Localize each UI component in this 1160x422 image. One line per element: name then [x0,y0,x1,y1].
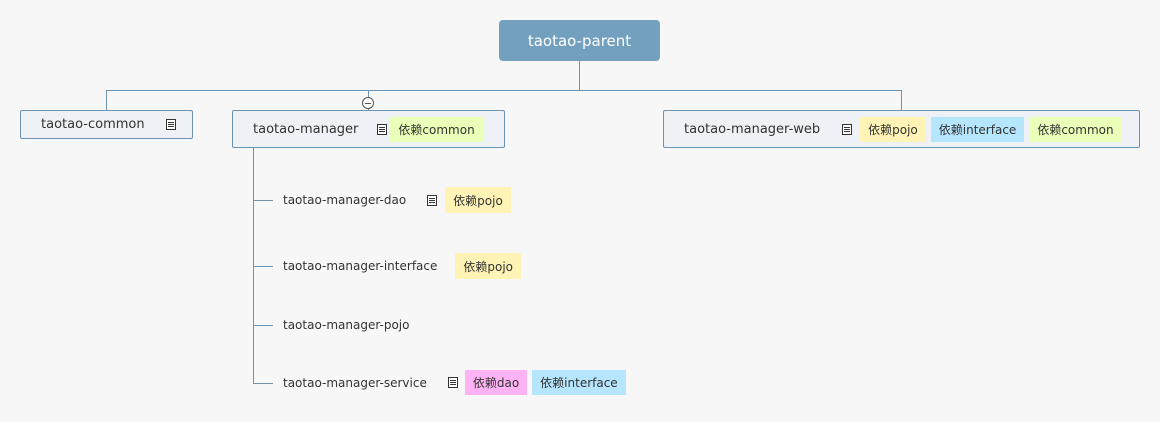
tag-depends-pojo: 依赖pojo [455,253,522,279]
note-icon[interactable] [447,377,458,388]
node-taotao-manager-pojo[interactable]: taotao-manager-pojo [283,313,410,337]
node-taotao-manager-interface[interactable]: taotao-manager-interface 依赖pojo [283,253,522,279]
connector-to-web [901,90,902,110]
connector-branch-pojo [253,325,273,326]
collapse-toggle-icon[interactable] [362,97,374,109]
root-node-label: taotao-parent [527,31,632,50]
tag-depends-common: 依赖common [390,116,483,142]
note-icon[interactable] [165,119,176,130]
tag-depends-dao: 依赖dao [464,370,528,395]
node-taotao-manager-service[interactable]: taotao-manager-service 依赖dao 依赖interface [283,370,626,395]
node-taotao-manager-dao-label: taotao-manager-dao [283,193,407,207]
node-taotao-common-label: taotao-common [41,117,145,132]
tag-depends-common: 依赖common [1029,116,1122,142]
node-taotao-manager-web[interactable]: taotao-manager-web 依赖pojo 依赖interface 依赖… [663,110,1140,148]
root-node[interactable]: taotao-parent [499,20,660,61]
connector-to-common [106,90,107,110]
note-icon[interactable] [377,123,388,135]
node-taotao-manager-interface-label: taotao-manager-interface [283,259,438,273]
note-icon[interactable] [842,123,853,135]
connector-branch-dao [253,200,273,201]
connector-manager-trunk [253,147,254,383]
connector-branch-interface [253,266,273,267]
node-taotao-manager[interactable]: taotao-manager 依赖common [232,110,505,148]
node-taotao-manager-label: taotao-manager [253,121,359,137]
node-taotao-manager-web-label: taotao-manager-web [684,121,821,137]
tag-depends-pojo: 依赖pojo [860,116,926,142]
connector-root-down [579,61,580,90]
tag-depends-interface: 依赖interface [930,116,1025,142]
tag-depends-interface: 依赖interface [532,370,626,395]
connector-branch-service [253,383,273,384]
node-taotao-manager-pojo-label: taotao-manager-pojo [283,318,410,332]
tag-depends-pojo: 依赖pojo [445,187,511,213]
note-icon[interactable] [427,194,438,206]
node-taotao-manager-service-label: taotao-manager-service [283,375,427,390]
node-taotao-common[interactable]: taotao-common [20,110,193,139]
connector-horizontal-bar [106,90,902,91]
node-taotao-manager-dao[interactable]: taotao-manager-dao 依赖pojo [283,187,511,213]
